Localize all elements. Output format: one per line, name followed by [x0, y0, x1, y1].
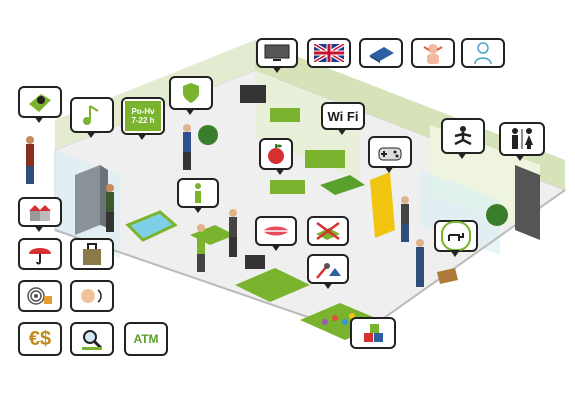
person-standing	[229, 209, 237, 257]
arcade-cabinet	[370, 172, 395, 238]
wall-tv	[240, 85, 266, 103]
upper-chair	[270, 108, 300, 122]
sofa-left	[270, 180, 305, 194]
massage-icon	[411, 38, 455, 68]
info-icon	[177, 178, 219, 213]
restroom-icon	[499, 122, 545, 161]
dog	[437, 268, 458, 284]
repair-icon	[307, 254, 349, 289]
apple-icon	[259, 138, 293, 175]
body-scan-icon	[461, 38, 505, 68]
glass-wall-right	[420, 170, 500, 255]
umbrella-icon	[18, 238, 62, 270]
workstation-desk	[235, 268, 310, 302]
game-controller-icon	[368, 136, 412, 173]
timetable-hours: 7-22 h	[131, 116, 155, 125]
person-atm	[106, 184, 114, 232]
book-icon	[359, 38, 403, 68]
no-smoking-icon	[307, 216, 349, 246]
coffee-table	[320, 175, 365, 195]
workstation-monitor	[245, 255, 265, 269]
search-icon	[70, 322, 114, 356]
wifi-label: Wi Fi	[327, 108, 359, 124]
person-arcade	[401, 196, 409, 242]
plant-1	[198, 125, 218, 145]
map-pin-icon	[18, 86, 62, 123]
lips-icon	[255, 216, 297, 251]
restroom-door	[515, 165, 540, 240]
timetable-icon: Po-Hv 7-22 h	[121, 97, 165, 140]
blocks-icon	[350, 317, 396, 349]
yoga-icon	[441, 118, 485, 159]
tv-icon	[256, 38, 298, 73]
atm-machine	[75, 165, 100, 235]
wifi-icon: Wi Fi	[321, 102, 365, 135]
atm-icon: ATM	[124, 322, 168, 356]
sofa-right	[305, 150, 345, 168]
house-icon	[18, 197, 62, 232]
luggage-icon	[70, 238, 114, 270]
uk-flag-icon	[307, 38, 351, 68]
music-icon	[70, 97, 114, 138]
currency-icon: €$	[18, 322, 62, 356]
plant-2	[486, 204, 508, 226]
hearing-icon	[70, 280, 114, 312]
dog-icon	[434, 220, 478, 257]
fingerprint-icon	[18, 280, 62, 312]
person-phone	[26, 136, 34, 184]
person-dog-walker	[416, 239, 424, 287]
person-info	[197, 224, 205, 272]
person-security	[183, 124, 191, 170]
atm-label: ATM	[133, 332, 159, 346]
fountain	[125, 210, 178, 242]
shield-icon	[169, 76, 213, 115]
timetable-days: Po-Hv	[131, 107, 155, 116]
